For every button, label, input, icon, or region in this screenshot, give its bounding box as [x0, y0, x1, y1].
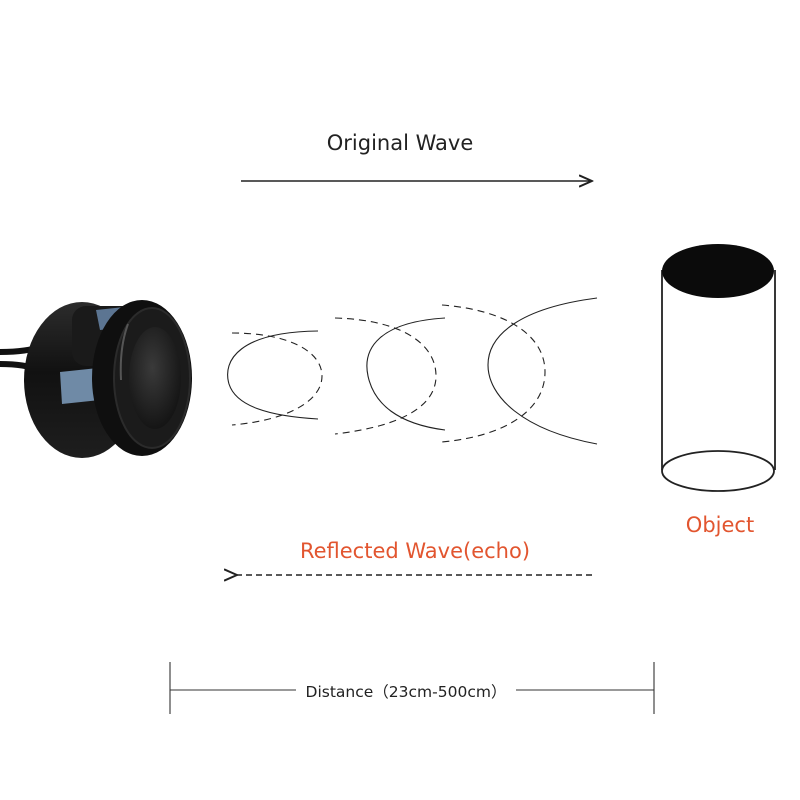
reflected-wave-label: Reflected Wave(echo) — [299, 539, 531, 563]
wave-group-3 — [441, 297, 598, 445]
sensor-icon — [0, 300, 192, 458]
wave-group-2 — [334, 317, 446, 435]
distance-label: Distance（23cm-500cm） — [296, 680, 516, 702]
wave-group-1 — [227, 330, 323, 426]
original-wave-label: Original Wave — [326, 131, 474, 155]
object-label: Object — [685, 513, 755, 537]
object-icon — [661, 244, 776, 492]
